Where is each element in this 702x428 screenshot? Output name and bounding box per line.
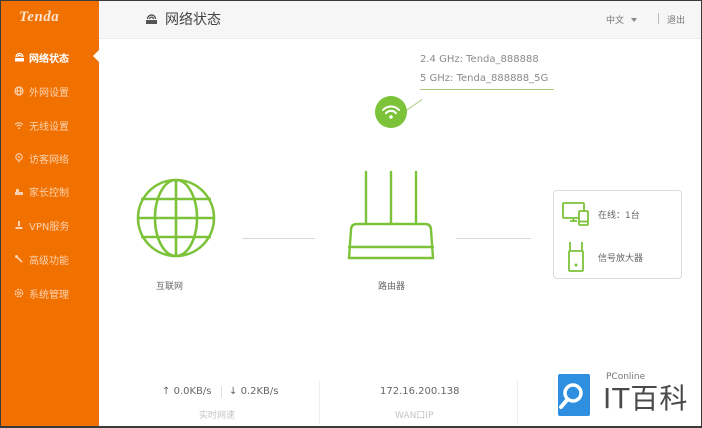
page-title: 网络状态 — [145, 9, 221, 29]
sidebar-item-vpn[interactable]: VPN服务 — [1, 214, 99, 236]
ssid-5ghz: 5 GHz: Tenda_888888_5G — [420, 73, 549, 84]
repeater-row[interactable]: 信号放大器 — [562, 241, 643, 273]
sidebar-item-network-status[interactable]: 网络状态 — [1, 46, 99, 68]
sidebar-item-wan-settings[interactable]: 外网设置 — [1, 80, 99, 102]
devices-icon — [562, 202, 589, 226]
router-status-icon — [145, 13, 159, 25]
internet-router-link — [242, 238, 315, 239]
stats-bar: ↑ 0.0KB/s ↓ 0.2KB/s 实时网速 172.16.200.138 … — [99, 377, 701, 426]
wifi-status-button[interactable] — [375, 96, 407, 128]
router-label: 路由器 — [378, 282, 406, 292]
ssid-callout-line — [420, 89, 554, 90]
parental-icon — [13, 185, 25, 197]
watermark-small-text: PConline — [606, 372, 646, 382]
sidebar-item-wireless-settings[interactable]: 无线设置 — [1, 114, 99, 136]
wan-ip-caption: WAN口IP — [395, 411, 434, 421]
sidebar-item-label: 网络状态 — [29, 53, 69, 65]
wifi-icon — [382, 105, 400, 119]
guest-icon — [13, 152, 25, 164]
sidebar-item-label: 外网设置 — [29, 87, 69, 99]
page-title-text: 网络状态 — [165, 12, 221, 28]
internet-globe-icon[interactable] — [136, 178, 216, 258]
router-icon[interactable] — [345, 166, 437, 262]
ssid-24ghz: 2.4 GHz: Tenda_888888 — [420, 54, 539, 65]
top-header: 网络状态 中文 退出 — [99, 1, 701, 39]
chevron-down-icon — [631, 17, 638, 22]
globe-icon — [13, 85, 25, 97]
router-status-icon — [13, 51, 25, 63]
speed-separator — [221, 386, 222, 398]
clients-panel: 在线：1台 信号放大器 — [553, 190, 682, 279]
sidebar: Tenda 网络状态 外网设置 无线设置 访客网络 — [1, 1, 99, 426]
active-indicator-arrow — [93, 50, 99, 62]
sidebar-item-label: 家长控制 — [29, 187, 69, 199]
arrow-down-icon: ↓ — [229, 386, 238, 397]
sidebar-item-advanced[interactable]: 高级功能 — [1, 248, 99, 270]
sidebar-item-system[interactable]: 系统管理 — [1, 282, 99, 304]
wan-ip-value: 172.16.200.138 — [380, 386, 460, 397]
router-clients-link — [456, 238, 531, 239]
stats-divider — [517, 381, 518, 425]
speed-caption: 实时网速 — [199, 411, 236, 421]
language-value: 中文 — [606, 16, 625, 26]
header-divider — [658, 13, 659, 24]
wrench-icon — [13, 253, 25, 265]
online-count: 在线：1台 — [598, 210, 640, 221]
tenda-logo: Tenda — [19, 9, 60, 25]
network-status-panel: 2.4 GHz: Tenda_888888 5 GHz: Tenda_88888… — [99, 40, 701, 426]
logout-link[interactable]: 退出 — [667, 16, 686, 26]
sidebar-item-guest-network[interactable]: 访客网络 — [1, 147, 99, 169]
repeater-label: 信号放大器 — [598, 253, 644, 264]
sidebar-item-label: VPN服务 — [29, 221, 70, 233]
signal-extender-icon — [568, 242, 584, 272]
pconline-watermark: PConline IT百科 — [558, 371, 698, 421]
sidebar-item-parental-control[interactable]: 家长控制 — [1, 180, 99, 202]
sidebar-item-label: 高级功能 — [29, 255, 69, 267]
magnifier-logo-icon — [558, 374, 590, 416]
arrow-up-icon: ↑ — [162, 386, 171, 397]
sidebar-item-label: 无线设置 — [29, 121, 69, 133]
stats-divider — [319, 381, 320, 425]
gear-icon — [13, 287, 25, 299]
language-select[interactable]: 中文 — [606, 13, 638, 26]
watermark-big-text: IT百科 — [603, 382, 689, 415]
download-speed: ↓ 0.2KB/s — [229, 386, 279, 397]
sidebar-item-label: 系统管理 — [29, 289, 69, 301]
online-devices-row[interactable]: 在线：1台 — [562, 202, 640, 226]
wifi-icon — [13, 119, 25, 131]
upload-speed: ↑ 0.0KB/s — [162, 386, 212, 397]
internet-label: 互联网 — [156, 282, 184, 292]
sidebar-item-label: 访客网络 — [29, 154, 69, 166]
vpn-icon — [13, 219, 25, 231]
